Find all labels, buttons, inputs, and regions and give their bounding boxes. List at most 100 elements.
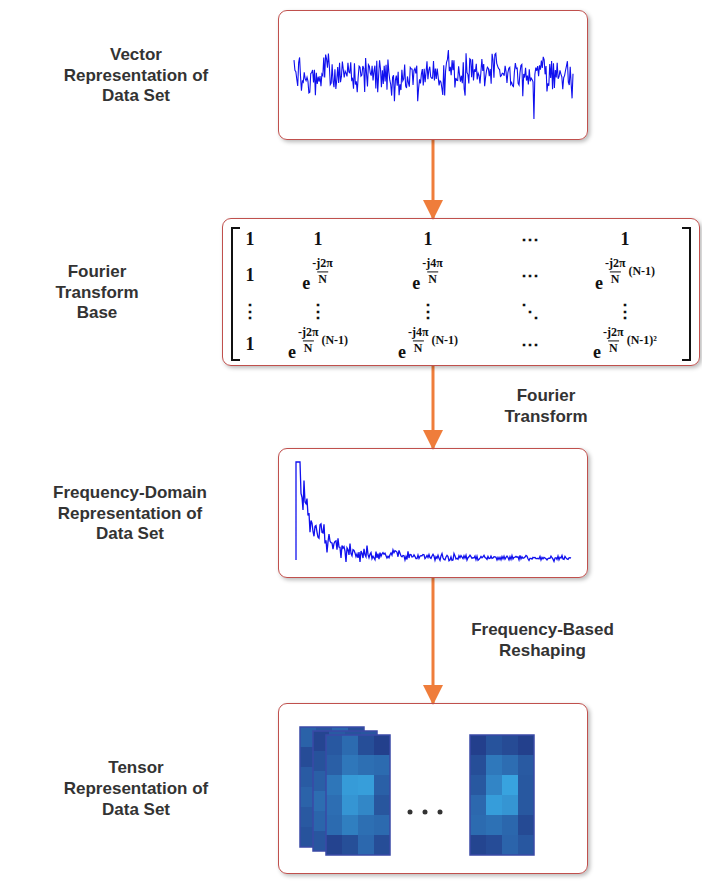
ellipsis-dot (423, 810, 428, 815)
tensor-cell (374, 735, 390, 755)
left-bracket (232, 228, 240, 360)
exponent-factor: (N-1) (628, 265, 655, 278)
tensor-cell (326, 735, 342, 755)
matrix-symbol: 1 (314, 230, 323, 250)
tensor-cell (358, 795, 374, 815)
fraction-numerator: -j2π (604, 257, 627, 271)
tensor-cell (502, 835, 518, 855)
tensor-cell (470, 735, 486, 755)
exponential-base: e (302, 275, 310, 295)
tensor-cell (326, 755, 342, 775)
exponential-base: e (288, 344, 296, 364)
exponent-fraction: -j4πN (407, 326, 430, 354)
edge-label: Frequency-Based Reshaping (455, 620, 630, 661)
spectrum-trace (296, 462, 571, 562)
matrix-entry: ⋮ (616, 302, 634, 322)
ellipsis-dot (408, 810, 413, 815)
fraction-numerator: -j4π (407, 326, 430, 340)
tensor-cell (374, 835, 390, 855)
tensor-cell (518, 755, 534, 775)
tensor-cell (486, 755, 502, 775)
matrix-entry: e-j4πN (412, 257, 444, 294)
fraction-numerator: -j2π (297, 326, 320, 340)
signal-plot (294, 50, 573, 119)
flow-arrow (432, 366, 435, 448)
tensor-cell (502, 755, 518, 775)
exponent-fraction: -j4πN (421, 257, 444, 285)
exponent-fraction: -j2πN (604, 257, 627, 285)
matrix-entry: e-j2πN(N-1)² (593, 326, 657, 363)
tensor-cell (374, 795, 390, 815)
matrix-entry: ⋮ (419, 302, 437, 322)
tensor-cell (342, 775, 358, 795)
tensor-cell (342, 795, 358, 815)
matrix-symbol: 1 (246, 335, 255, 355)
matrix-symbol: ⋯ (521, 230, 539, 250)
matrix-entry: e-j2πN (302, 257, 334, 294)
tensor-cell (342, 815, 358, 835)
matrix-brackets (232, 228, 690, 360)
tensor-cell (358, 835, 374, 855)
tensor-cell (342, 835, 358, 855)
tensor-cell (326, 835, 342, 855)
fraction-denominator: N (427, 271, 438, 286)
matrix-entry: ⋮ (309, 302, 327, 322)
matrix-entry: ⋯ (521, 335, 539, 355)
tensor-slice (326, 735, 390, 855)
tensor-cell (470, 835, 486, 855)
tensor-cell (470, 755, 486, 775)
tensor-cell (358, 735, 374, 755)
matrix-symbol: ⋯ (521, 335, 539, 355)
tensor-cell (518, 815, 534, 835)
tensor-cell (518, 835, 534, 855)
fraction-numerator: -j4π (421, 257, 444, 271)
spectrum-plot (296, 462, 571, 562)
matrix-symbol: 1 (621, 230, 630, 250)
matrix-symbol: 1 (246, 230, 255, 250)
tensor-cell (486, 795, 502, 815)
tensor-cell (470, 815, 486, 835)
matrix-symbol: ⋮ (419, 302, 437, 322)
exponential-base: e (593, 344, 601, 364)
exponent-factor: (N-1)² (627, 334, 657, 347)
tensor-cell (470, 775, 486, 795)
tensor-cell (358, 775, 374, 795)
slice-outline (313, 731, 377, 851)
exponent: -j2πN(N-1)² (602, 326, 657, 354)
matrix-entry: ⋱ (521, 302, 539, 322)
matrix-entry: ⋮ (241, 302, 259, 322)
matrix-symbol: ⋱ (521, 302, 539, 322)
tensor-cell (518, 795, 534, 815)
fraction-denominator: N (610, 271, 621, 286)
exponent-factor: (N-1) (321, 334, 348, 347)
slice-outline (470, 735, 534, 855)
exponent-factor: (N-1) (431, 334, 458, 347)
tensor-cell (502, 775, 518, 795)
exponent-fraction: -j2πN (311, 257, 334, 285)
fraction-denominator: N (303, 340, 314, 355)
process-box: Tensor Representation of Data Set (278, 703, 588, 874)
exponential-base: e (595, 275, 603, 295)
tensor-cell (326, 815, 342, 835)
matrix-entry: 1 (246, 230, 255, 250)
exponent-fraction: -j2πN (297, 326, 320, 354)
tensor-cell (342, 755, 358, 775)
matrix-symbol: ⋯ (521, 266, 539, 286)
fraction-denominator: N (317, 271, 328, 286)
tensor-cell (470, 795, 486, 815)
matrix-symbol: ⋮ (241, 302, 259, 322)
ellipsis-dot (438, 810, 443, 815)
slice-outline (300, 727, 364, 847)
matrix-symbol: ⋮ (309, 302, 327, 322)
flow-arrow (432, 140, 435, 218)
matrix-entry: e-j2πN(N-1) (288, 326, 348, 363)
tensor-slice (313, 731, 377, 851)
tensor-cell (358, 815, 374, 835)
signal-trace (294, 50, 573, 119)
tensor-cell (326, 775, 342, 795)
exponential-base: e (412, 275, 420, 295)
tensor-cell (342, 735, 358, 755)
